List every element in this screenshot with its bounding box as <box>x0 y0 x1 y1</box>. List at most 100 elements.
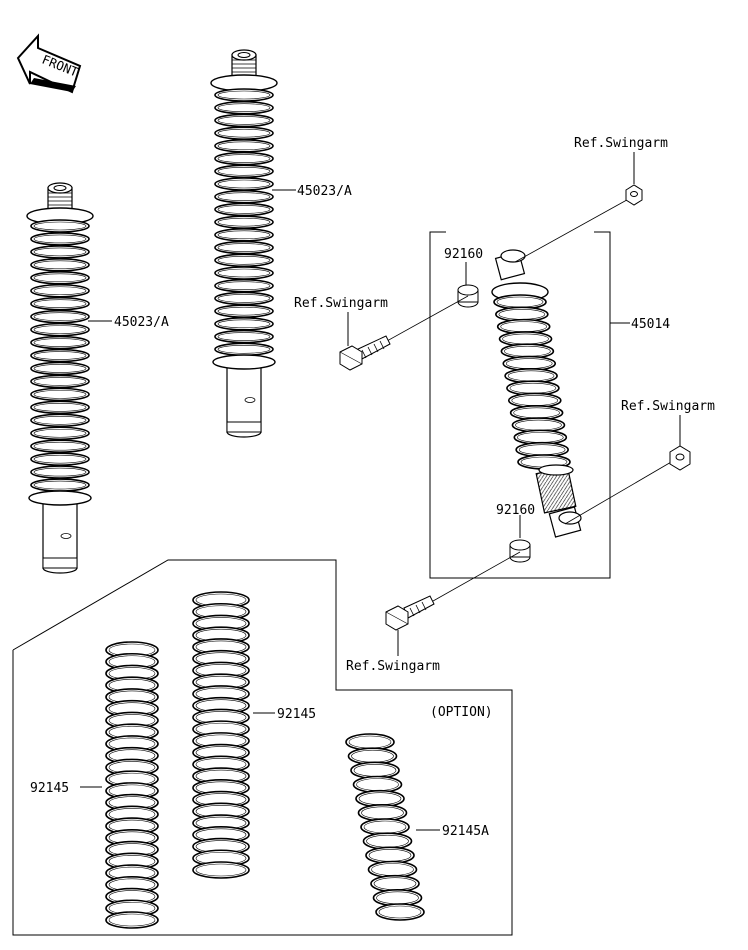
label-option-note: (OPTION) <box>430 705 493 720</box>
spring-coil-inner <box>217 243 271 252</box>
spring-coil-inner <box>33 454 87 464</box>
spring-coil-inner <box>217 255 271 265</box>
spring-coil <box>30 283 90 298</box>
spring-coil-inner <box>33 467 87 477</box>
spring-coil <box>30 400 90 415</box>
spring-coil-inner <box>33 273 87 283</box>
spring-coil-inner <box>33 260 87 270</box>
spring-coil-inner <box>33 299 87 309</box>
spring-coil-inner <box>217 128 271 138</box>
spring-coil <box>375 903 425 921</box>
spring-coil-inner <box>217 154 271 163</box>
shock-stud-hole <box>237 52 251 58</box>
spring-coil-inner <box>33 221 87 231</box>
front-arrow-icon: FRONT <box>16 33 82 94</box>
spring-coil-inner <box>217 268 271 278</box>
spring-coil <box>30 348 90 363</box>
spring-coil <box>30 296 90 311</box>
label-45023a-upper: 45023/A <box>297 184 352 199</box>
spring-coil-inner <box>33 312 87 321</box>
spring-coil <box>30 271 90 285</box>
collar-92160-lower <box>509 539 531 563</box>
spring-coil-inner <box>217 192 271 202</box>
spring-coil-inner <box>33 390 87 399</box>
assy-bottom-eye-end <box>558 511 582 525</box>
spring-coil <box>30 387 90 402</box>
label-92160-upper: 92160 <box>444 247 483 262</box>
spring-coil-inner <box>217 166 271 176</box>
spring-coil-inner <box>195 863 247 877</box>
spring-coil <box>30 465 90 479</box>
spring-coil <box>30 219 90 233</box>
assy-body-top <box>538 464 574 476</box>
label-ref-swingarm-left: Ref.Swingarm <box>294 296 388 311</box>
label-92160-lower: 92160 <box>496 503 535 518</box>
spring-92145-left <box>105 641 159 929</box>
axis-line-upper-nut <box>514 195 635 263</box>
shock-slot <box>244 397 256 403</box>
spring-coil-inner <box>33 441 87 451</box>
spring-coil-inner <box>217 344 271 354</box>
spring-coil-inner <box>33 377 87 386</box>
spring-coil <box>30 426 90 441</box>
shock-absorber-45014 <box>491 249 582 538</box>
spring-coil-inner <box>33 234 87 244</box>
spring-coil-inner <box>217 319 271 329</box>
spring-coil-inner <box>217 294 271 303</box>
nut-upper <box>625 184 643 206</box>
shock-absorber-45023a-upper <box>210 49 278 438</box>
spring-coil-inner <box>378 905 422 919</box>
spring-coil-inner <box>217 179 271 189</box>
spring-coil-inner <box>217 332 271 341</box>
assy-top-eye-end <box>500 249 526 263</box>
spring-coil-inner <box>33 480 87 490</box>
bolt-upper <box>339 335 391 371</box>
label-92145a: 92145A <box>442 824 489 839</box>
label-ref-swingarm-bottom: Ref.Swingarm <box>346 659 440 674</box>
label-92145-left: 92145 <box>30 781 69 796</box>
spring-coil-inner <box>217 205 271 214</box>
spring-92145a-option <box>345 733 425 921</box>
spring-coil <box>192 861 250 879</box>
spring-coil-inner <box>217 217 271 227</box>
spring-coil-inner <box>33 338 87 347</box>
label-45023a-left: 45023/A <box>114 315 169 330</box>
spring-coil-inner <box>217 281 271 291</box>
spring-coil <box>30 439 90 453</box>
spring-coil-inner <box>217 116 271 125</box>
label-ref-swingarm-right: Ref.Swingarm <box>621 399 715 414</box>
spring-coil-inner <box>33 286 87 296</box>
label-92145-mid: 92145 <box>277 707 316 722</box>
spring-coil <box>30 258 90 272</box>
spring-coil-inner <box>33 364 87 373</box>
nut-lower <box>669 445 691 471</box>
spring-coil <box>30 335 90 350</box>
label-45014: 45014 <box>631 317 670 332</box>
spring-coil <box>30 452 90 466</box>
spring-coil-inner <box>33 247 87 257</box>
spring-coil-inner <box>217 141 271 151</box>
shock-lower-seat <box>28 490 92 506</box>
shock-slot <box>60 533 72 539</box>
spring-coil <box>30 232 90 246</box>
spring-coil <box>30 309 90 324</box>
spring-coil-inner <box>33 351 87 360</box>
spring-coil <box>30 361 90 376</box>
bolt-lower <box>385 595 435 631</box>
shock-stud-hole <box>53 185 67 191</box>
spring-coil-inner <box>33 325 87 334</box>
spring-kit-boundary <box>12 559 513 936</box>
shock-lower-seat <box>212 354 276 370</box>
spring-coil-inner <box>217 306 271 316</box>
spring-coil <box>105 911 159 929</box>
spring-coil-inner <box>33 403 87 412</box>
axis-line-lower-nut <box>564 457 679 525</box>
label-ref-swingarm-top-right: Ref.Swingarm <box>574 136 668 151</box>
shock-eye <box>226 421 262 433</box>
spring-coil <box>30 322 90 337</box>
spring-coil-inner <box>217 103 271 113</box>
shock-eye <box>42 557 78 569</box>
spring-coil-inner <box>108 913 156 927</box>
spring-coil-inner <box>33 428 87 438</box>
